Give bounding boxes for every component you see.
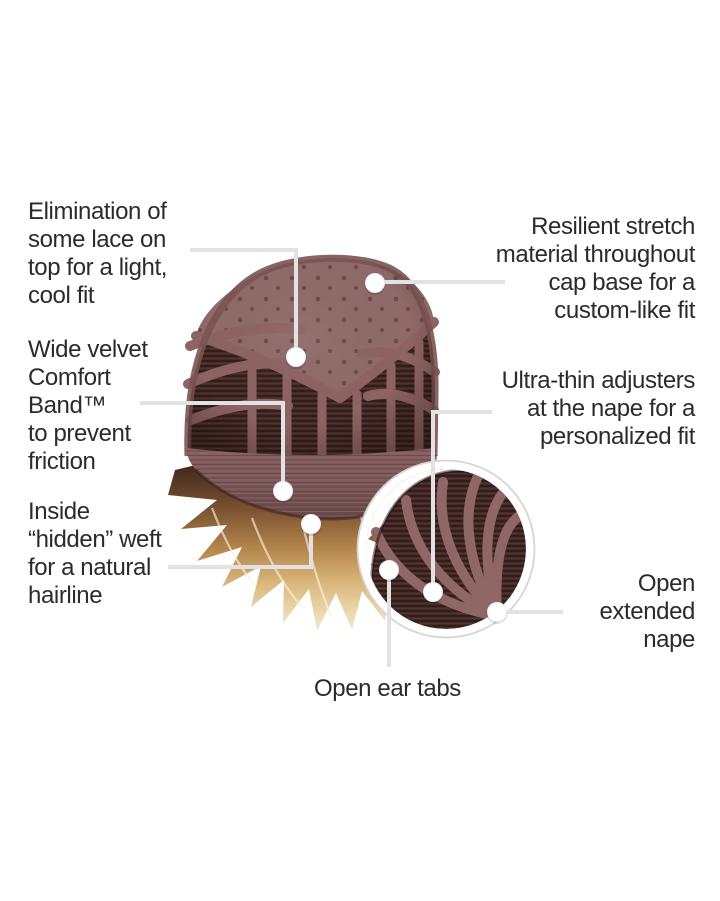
callout-dots (272, 273, 508, 624)
leader-hidden-weft (168, 524, 313, 569)
label-line: Resilient stretch (531, 213, 695, 240)
label-line: Open (637, 570, 696, 597)
callout-dot-adjusters (422, 582, 444, 604)
label-line: Comfort (28, 364, 111, 391)
label-line: Open ear tabs (314, 675, 461, 702)
label-line: custom-like fit (554, 297, 695, 324)
leader-lace-top (190, 248, 298, 357)
callout-dot-lace-top (285, 347, 307, 369)
callout-dot-stretch-material (364, 273, 386, 295)
leader-adjusters (431, 410, 492, 592)
callout-dot-comfort-band (272, 481, 294, 503)
label-line: material throughout (495, 241, 696, 268)
label-adjusters: Ultra-thin adjusters at the nape for a p… (501, 367, 696, 451)
label-line: Ultra-thin adjusters (501, 367, 696, 394)
label-line: Elimination of (28, 198, 167, 225)
callout-dot-hidden-weft (300, 514, 322, 536)
cap-dome (183, 254, 440, 465)
label-line: extended (599, 598, 695, 625)
label-line: hairline (28, 582, 103, 609)
label-line: some lace on (28, 226, 166, 253)
label-line: Band™ (28, 392, 107, 419)
label-line: Wide velvet (28, 336, 148, 363)
callout-dot-ear-tabs (378, 560, 400, 582)
label-line: at the nape for a (527, 395, 695, 422)
label-stretch-material: Resilient stretch material throughout ca… (495, 213, 696, 325)
inset-ring (358, 461, 534, 637)
inset-adjuster-straps (371, 471, 526, 621)
label-line: cool fit (28, 282, 95, 309)
label-line: personalized fit (539, 423, 695, 450)
leader-comfort-band (140, 401, 285, 491)
leader-lines (140, 248, 563, 667)
label-lace-top: Elimination of some lace on top for a li… (28, 198, 167, 310)
label-line: top for a light, (28, 254, 168, 281)
callout-dot-extended-nape (486, 602, 508, 624)
label-line: cap base for a (548, 269, 696, 296)
label-line: friction (28, 448, 96, 475)
label-line: to prevent (28, 420, 131, 447)
label-line: “hidden” weft (28, 526, 162, 553)
label-extended-nape: Open extended nape (599, 570, 695, 654)
label-line: Inside (28, 498, 90, 525)
inset-ring-outline (356, 459, 536, 639)
label-line: nape (643, 626, 695, 653)
label-comfort-band: Wide velvet Comfort Band™ to prevent fri… (28, 336, 148, 476)
label-line: for a natural (28, 554, 151, 581)
label-ear-tabs: Open ear tabs (314, 675, 461, 703)
label-hidden-weft: Inside “hidden” weft for a natural hairl… (28, 498, 162, 610)
